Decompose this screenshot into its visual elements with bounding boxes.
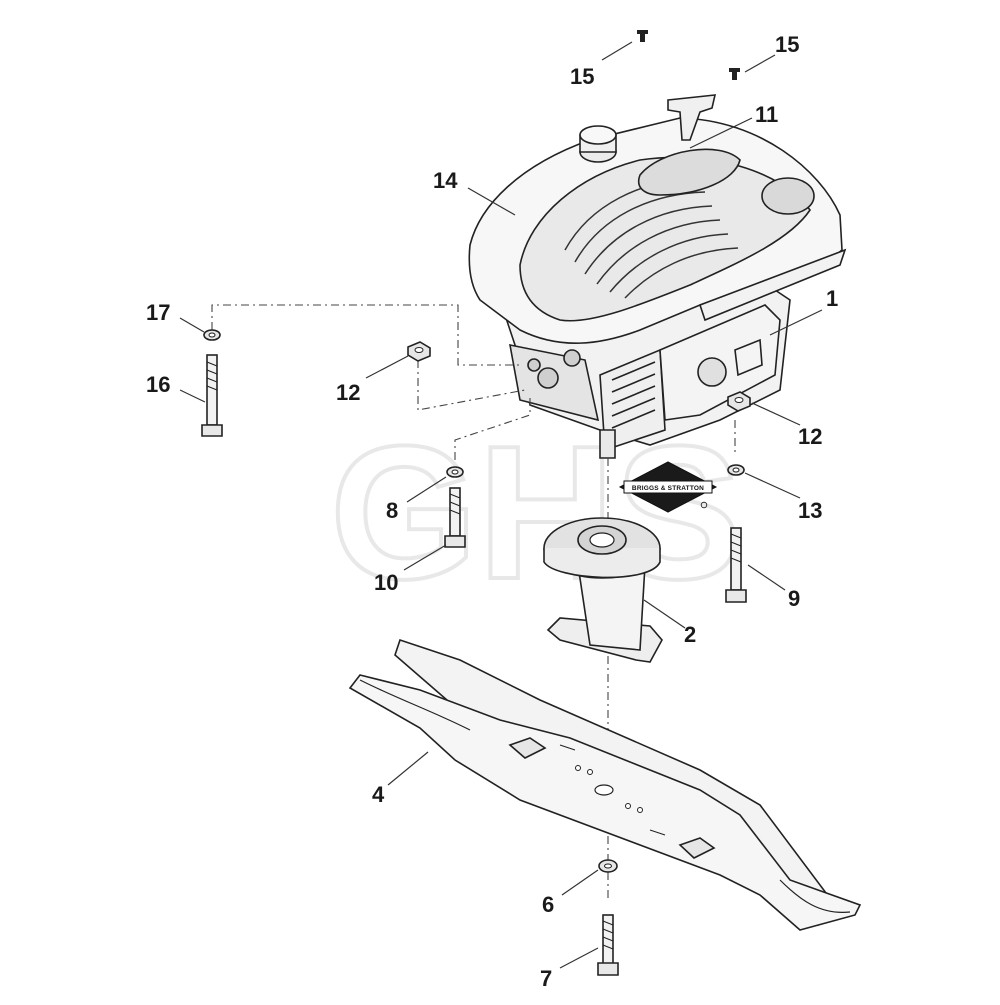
- callout-7: 7: [540, 966, 552, 991]
- blade-4: [348, 638, 862, 931]
- callout-16: 16: [146, 372, 170, 397]
- callout-9: 9: [788, 586, 800, 611]
- nut-12-left: [407, 341, 431, 362]
- callout-2: 2: [684, 622, 696, 647]
- brand-badge-text: BRIGGS & STRATTON: [632, 485, 704, 492]
- screw-15-left: [637, 30, 648, 42]
- callout-labels: 15 15 11 14 1 17 16 12 12 8 13 10 9 2 4 …: [146, 32, 838, 991]
- callout-11: 11: [755, 102, 778, 127]
- callout-8: 8: [386, 498, 398, 523]
- callout-14: 14: [433, 168, 458, 193]
- callout-12-left: 12: [336, 380, 360, 405]
- callout-12-right: 12: [798, 424, 822, 449]
- callout-10: 10: [374, 570, 398, 595]
- callout-15-left: 15: [570, 64, 594, 89]
- callout-4: 4: [372, 782, 385, 807]
- callout-15-right: 15: [775, 32, 799, 57]
- brand-badge: BRIGGS & STRATTON: [618, 461, 718, 513]
- engine-assembly: [468, 94, 847, 459]
- bolt-9: [725, 527, 747, 603]
- watermark-text: GHS: [330, 407, 742, 619]
- blade-adapter-2: [543, 517, 663, 663]
- callout-13: 13: [798, 498, 822, 523]
- callout-1: 1: [826, 286, 838, 311]
- nut-12-right: [727, 391, 751, 412]
- bolt-7: [597, 914, 619, 976]
- bolt-10: [444, 487, 466, 548]
- callout-17: 17: [146, 300, 170, 325]
- bolt-16: [201, 354, 223, 437]
- callout-6: 6: [542, 892, 554, 917]
- leader-lines: [179, 41, 823, 969]
- screw-15-right: [729, 68, 740, 80]
